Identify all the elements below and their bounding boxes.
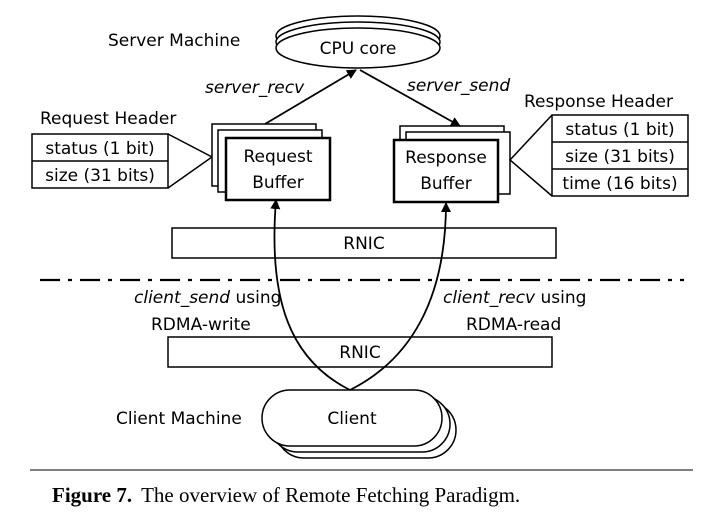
response-header-pointer — [508, 114, 553, 197]
caption-text: The overview of Remote Fetching Paradigm… — [141, 483, 520, 507]
response-header-status: status (1 bit) — [565, 120, 674, 140]
client-machine-label: Client Machine — [116, 409, 242, 429]
rnic-top-label: RNIC — [343, 234, 384, 254]
request-buffer-label-2: Buffer — [252, 173, 304, 193]
server-recv-arrow — [264, 69, 357, 125]
server-recv-label: server_recv — [205, 78, 305, 98]
request-buffer-node: Request Buffer — [211, 123, 332, 202]
request-buffer-label-1: Request — [243, 147, 312, 167]
rnic-bottom: RNIC — [167, 336, 553, 368]
client-node: Client — [261, 389, 457, 459]
request-header-table: status (1 bit) size (31 bits) — [31, 133, 169, 189]
response-header-title: Response Header — [524, 92, 673, 112]
request-header-status: status (1 bit) — [45, 139, 154, 159]
request-header-pointer — [167, 133, 214, 189]
server-send-label: server_send — [407, 76, 510, 96]
client-recv-method: RDMA-read — [466, 315, 561, 335]
server-machine-label: Server Machine — [108, 31, 240, 51]
cpu-core-node: CPU core — [275, 15, 441, 69]
rnic-top: RNIC — [171, 227, 557, 259]
response-header-size: size (31 bits) — [565, 147, 675, 167]
client-send-func: client_send — [134, 288, 230, 308]
client-send-method: RDMA-write — [151, 315, 251, 335]
caption-label: Figure 7. — [52, 483, 132, 507]
rnic-bottom-label: RNIC — [339, 343, 380, 363]
server-send-arrow — [359, 69, 461, 127]
client-send-label: client_send using — [134, 288, 281, 308]
response-buffer-label-2: Buffer — [420, 174, 472, 194]
cpu-core-label: CPU core — [320, 39, 397, 59]
client-recv-func: client_recv — [443, 288, 536, 308]
response-header-table: status (1 bit) size (31 bits) time (16 b… — [551, 114, 689, 197]
client-send-suffix: using — [230, 288, 281, 308]
client-recv-suffix: using — [535, 288, 586, 308]
client-recv-label: client_recv using — [443, 288, 586, 308]
client-label: Client — [327, 409, 377, 429]
client-recv-arrow — [349, 202, 451, 391]
response-header-time: time (16 bits) — [562, 174, 677, 194]
response-buffer-node: Response Buffer — [392, 125, 511, 204]
request-header-size: size (31 bits) — [45, 166, 155, 186]
figure-caption: Figure 7. The overview of Remote Fetching… — [52, 483, 520, 507]
request-header-title: Request Header — [40, 109, 176, 129]
response-buffer-label-1: Response — [405, 148, 487, 168]
client-send-arrow — [270, 199, 351, 391]
